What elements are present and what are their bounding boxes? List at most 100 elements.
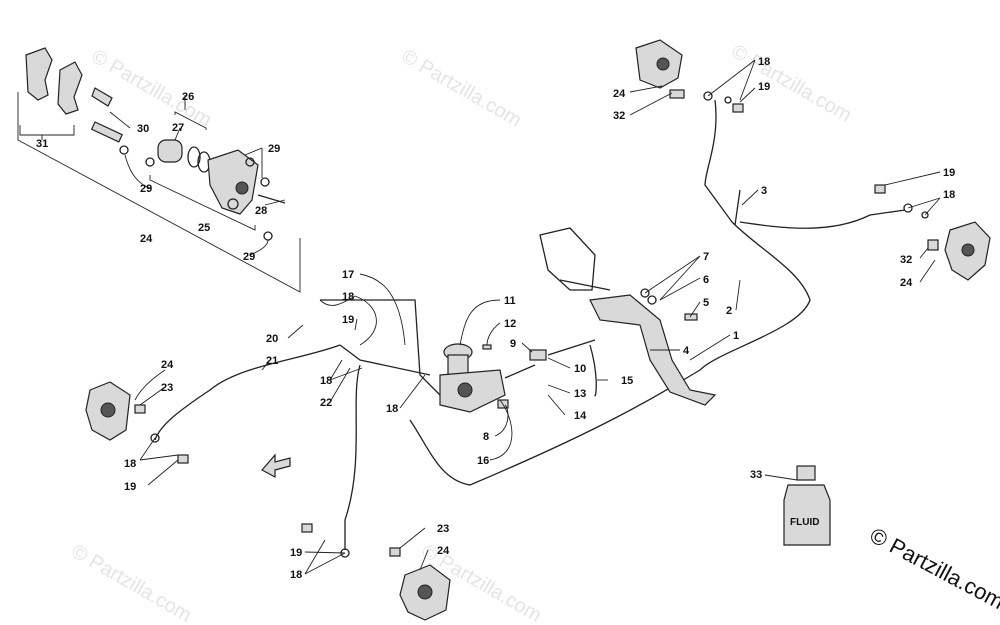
seal-29d: [263, 231, 273, 241]
callout-label: 14: [574, 410, 587, 422]
reservoir-11: [447, 354, 469, 376]
callout-label: 10: [574, 363, 586, 375]
front-arrow-icon: [261, 453, 291, 479]
callout-label: 8: [483, 431, 489, 443]
bolt-24-top: [669, 89, 685, 99]
callout-label: 18: [386, 403, 398, 415]
caliper-body-25: [207, 149, 259, 215]
brake-line-1: [409, 99, 811, 486]
seal-29c: [245, 157, 255, 167]
fluid-label: FLUID: [790, 517, 819, 528]
callout-label: 18: [943, 189, 955, 201]
callout-label: 1: [733, 330, 739, 342]
callout-label: 24: [437, 545, 450, 557]
pivot-bolt-5: [559, 279, 611, 291]
brake-line-tee: [734, 189, 741, 226]
piston-27: [157, 139, 183, 163]
callout-label: 17: [342, 269, 354, 281]
bleed-28: [257, 194, 286, 204]
brake-line-22: [344, 364, 361, 550]
callout-label: 11: [504, 295, 516, 307]
pin-30b: [90, 121, 123, 143]
callout-label: 24: [613, 88, 626, 100]
callout-label: 19: [342, 314, 354, 326]
master-cylinder: [439, 339, 597, 413]
callout-label: 31: [36, 138, 48, 150]
brake-fluid-bottle-33: FLUID: [783, 465, 831, 546]
callout-label: 19: [124, 481, 136, 493]
callout-label: 5: [703, 297, 709, 309]
bottle-body: [783, 484, 831, 546]
callout-label: 9: [510, 338, 516, 350]
callout-label: 18: [342, 291, 354, 303]
caliper-port: [235, 181, 249, 195]
callout-labels: 31 30 26 27 29 29 28 25 24 29 18 19 24 3…: [36, 56, 955, 581]
bracket: [539, 227, 596, 291]
callout-label: 15: [621, 375, 633, 387]
caliper-bottom: [301, 523, 451, 621]
seal-29b: [145, 157, 155, 167]
callout-label: 27: [172, 122, 184, 134]
master-cylinder-body: [439, 369, 506, 413]
callout-label: 18: [758, 56, 770, 68]
brake-pad-31b: [57, 61, 83, 115]
caliper-hole: [227, 198, 239, 210]
callout-label: 26: [182, 91, 194, 103]
exploded-caliper-assembly: [17, 47, 301, 293]
watermark: © Partzilla.com: [88, 45, 216, 131]
clevis-9: [529, 349, 547, 361]
callout-label: 22: [320, 397, 332, 409]
callout-label: 32: [900, 254, 912, 266]
callout-label: 29: [268, 143, 280, 155]
callout-label: 23: [437, 523, 449, 535]
callout-label: 24: [140, 233, 153, 245]
callout-label: 29: [243, 251, 255, 263]
pushrod-10: [504, 364, 536, 379]
brake-pad-31a: [25, 47, 53, 101]
link: [547, 339, 596, 356]
callout-label: 12: [504, 318, 516, 330]
brake-line-right: [739, 209, 906, 229]
callout-label: 18: [320, 375, 332, 387]
caliper-front-top: [635, 39, 744, 113]
callout-label: 18: [290, 569, 302, 581]
callout-label: 32: [613, 110, 625, 122]
watermark: © Partzilla.com: [398, 45, 526, 131]
brake-lines: [154, 99, 906, 550]
callout-label: 18: [124, 458, 136, 470]
watermark: © Partzilla.com: [68, 540, 196, 625]
callout-label: 28: [255, 205, 267, 217]
callout-label: 4: [683, 345, 690, 357]
caliper-left: [85, 381, 189, 464]
seal-26a: [187, 146, 201, 168]
pin-30: [91, 87, 113, 107]
callout-label: 24: [161, 359, 174, 371]
callout-label: 25: [198, 222, 210, 234]
callout-label: 20: [266, 333, 278, 345]
callout-label: 33: [750, 469, 762, 481]
callout-label: 6: [703, 274, 709, 286]
callout-label: 23: [161, 382, 173, 394]
callout-label: 24: [900, 277, 913, 289]
callout-label: 21: [266, 355, 278, 367]
brake-line-17: [320, 299, 441, 396]
callout-label: 3: [761, 185, 767, 197]
callout-label: 19: [943, 167, 955, 179]
caliper-right: [874, 184, 991, 281]
assembly-bracket-24: [17, 92, 301, 293]
callout-label: 19: [758, 81, 770, 93]
callout-label: 16: [477, 455, 489, 467]
brake-line-21: [154, 344, 341, 441]
seal-29: [119, 145, 129, 155]
callout-label: 19: [290, 547, 302, 559]
bleed-screw-29: [260, 177, 270, 187]
callout-label: 7: [703, 251, 709, 263]
spring-15: [589, 344, 597, 397]
callout-label: 2: [726, 305, 732, 317]
brake-line-joint: [339, 344, 431, 376]
leader-lines: [41, 59, 941, 575]
callout-label: 13: [574, 388, 586, 400]
bottle-cap: [796, 465, 816, 481]
pin-12: [482, 344, 492, 350]
callout-label: 29: [140, 183, 152, 195]
